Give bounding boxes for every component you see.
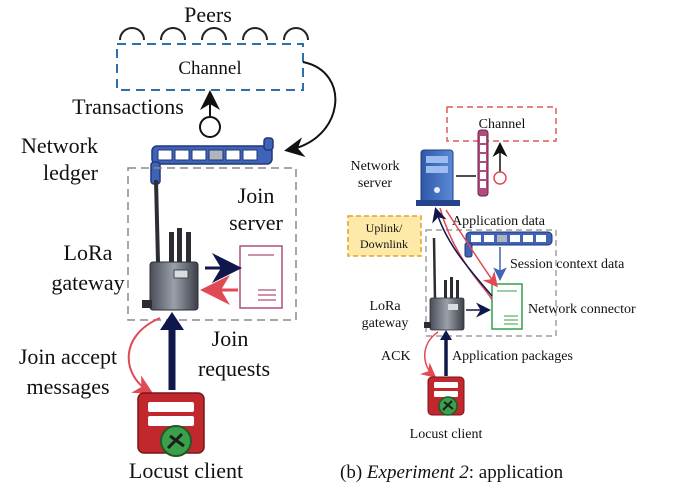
lora-gateway-right-icon bbox=[424, 237, 465, 331]
figure-caption: (b) Experiment 2: application bbox=[340, 462, 564, 483]
network-server-label-1: Network bbox=[351, 159, 400, 174]
uplink-label-2: Downlink bbox=[360, 237, 408, 251]
locust-client-icon bbox=[137, 392, 205, 457]
uplink-label-1: Uplink/ bbox=[366, 221, 403, 235]
transaction-node-right-icon bbox=[493, 171, 507, 185]
ack-label: ACK bbox=[381, 349, 411, 364]
server-to-connector-arrow bbox=[445, 209, 498, 288]
right-diagram: Channel Network server Application data bbox=[340, 106, 636, 483]
join-accept-label-2: messages bbox=[26, 374, 109, 399]
gateway-to-client-arrow bbox=[127, 317, 161, 394]
gateway-to-client-right-arrow bbox=[419, 331, 439, 378]
network-connector-label: Network connector bbox=[528, 302, 636, 317]
vertical-ledger-icon bbox=[477, 129, 489, 197]
join-accept-label-1: Join accept bbox=[19, 344, 117, 369]
join-server-label-2: server bbox=[229, 210, 283, 235]
locust-client-right-icon bbox=[427, 376, 465, 416]
locust-client-label: Locust client bbox=[129, 458, 243, 483]
lora-gateway-icon bbox=[142, 179, 199, 311]
client-to-gateway-arrowhead bbox=[160, 312, 184, 330]
peer-node-icon bbox=[160, 27, 186, 41]
left-diagram: Peers Channel Transactions Network ledge… bbox=[19, 2, 337, 483]
locust-client-right-label: Locust client bbox=[410, 427, 483, 442]
connector-to-server-arrow bbox=[432, 207, 493, 297]
network-boundary-right bbox=[425, 229, 557, 337]
client-to-gateway-right-arrowhead bbox=[440, 330, 452, 340]
network-ledger-label-1: Network bbox=[21, 133, 98, 158]
peers-label: Peers bbox=[184, 2, 232, 27]
caption-italic: Experiment 2 bbox=[366, 462, 469, 483]
peer-nodes bbox=[119, 27, 309, 41]
join-server-icon bbox=[239, 245, 283, 309]
lora-gateway-right-label-2: gateway bbox=[362, 316, 409, 331]
lora-gateway-label-2: gateway bbox=[51, 270, 124, 295]
transaction-node-icon bbox=[199, 116, 221, 138]
caption-prefix: (b) bbox=[340, 462, 367, 483]
channel-to-ledger-arrow bbox=[284, 61, 337, 158]
channel-label: Channel bbox=[178, 58, 241, 79]
application-data-label: Application data bbox=[452, 214, 546, 229]
caption-suffix: : application bbox=[469, 462, 564, 483]
join-requests-label-2: requests bbox=[198, 356, 270, 381]
transactions-label: Transactions bbox=[72, 94, 184, 119]
join-server-label-1: Join bbox=[238, 183, 275, 208]
peer-node-icon bbox=[201, 27, 227, 41]
network-ledger-label-2: ledger bbox=[43, 160, 99, 185]
ledger-icon bbox=[150, 137, 274, 185]
network-server-label-2: server bbox=[358, 176, 393, 191]
network-connector-icon bbox=[491, 283, 523, 330]
channel-label-right: Channel bbox=[479, 117, 526, 132]
peer-node-icon bbox=[119, 27, 145, 41]
join-requests-label-1: Join bbox=[212, 326, 249, 351]
lora-gateway-label-1: LoRa bbox=[64, 240, 113, 265]
channel-box bbox=[116, 43, 304, 91]
network-server-icon bbox=[416, 149, 460, 206]
peer-node-icon bbox=[242, 27, 268, 41]
network-boundary bbox=[127, 167, 297, 321]
uplink-downlink-box bbox=[347, 215, 422, 257]
lora-gateway-right-label-1: LoRa bbox=[369, 299, 401, 314]
application-packages-label: Application packages bbox=[452, 349, 573, 364]
session-ledger-icon bbox=[464, 231, 553, 258]
session-context-label: Session context data bbox=[510, 257, 625, 272]
channel-box-right bbox=[446, 106, 557, 142]
peer-node-icon bbox=[283, 27, 309, 41]
